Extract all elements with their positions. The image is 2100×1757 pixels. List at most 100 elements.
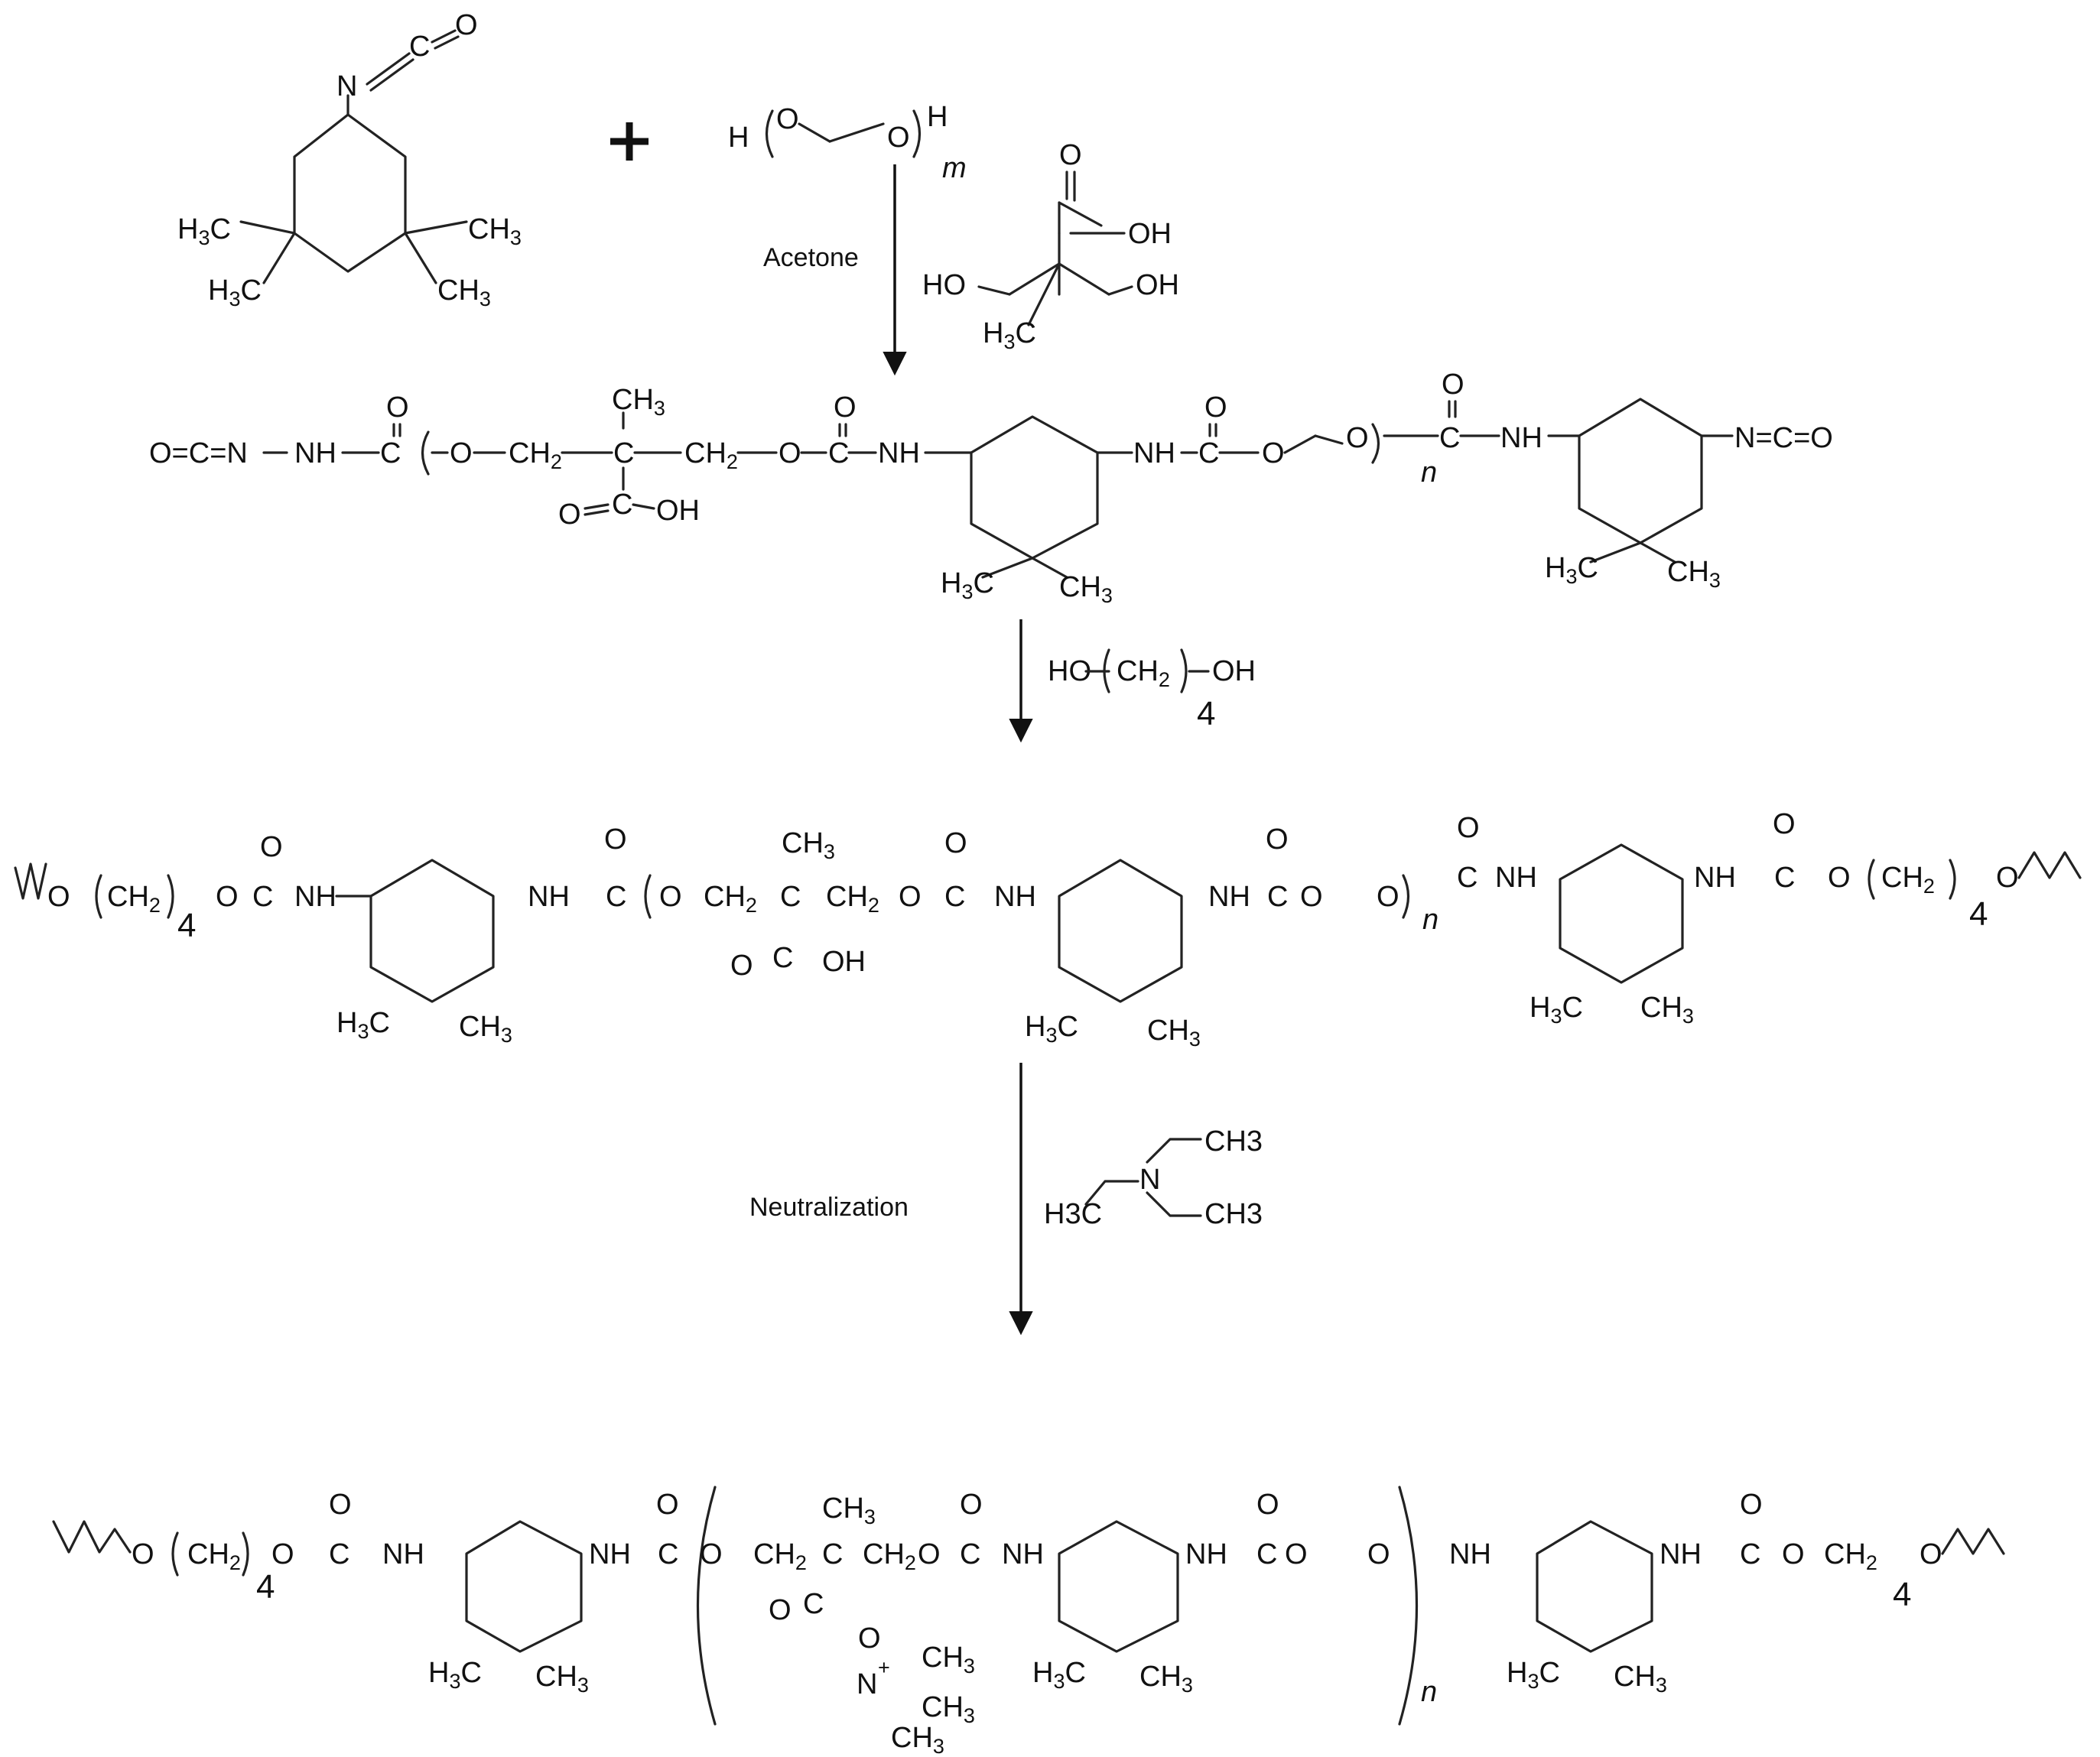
svg-text:C: C — [606, 881, 626, 913]
isocyanate-o: O — [455, 9, 478, 41]
prepolymer-nco-left: O=C=N — [149, 437, 248, 469]
svg-text:O: O — [899, 881, 922, 913]
svg-text:NH: NH — [1449, 1538, 1491, 1570]
svg-text:C: C — [1256, 1538, 1277, 1570]
svg-text:O: O — [918, 1538, 941, 1570]
dmpa-o: O — [1059, 139, 1082, 171]
svg-text:OH: OH — [822, 946, 866, 978]
svg-text:C: C — [329, 1538, 349, 1570]
svg-text:O: O — [1285, 1538, 1308, 1570]
svg-text:CH2: CH2 — [509, 437, 562, 473]
svg-text:C: C — [960, 1538, 980, 1570]
svg-text:CH2: CH2 — [753, 1538, 807, 1574]
carbonyl-c: C — [1198, 437, 1219, 469]
dmpa-oh: OH — [1136, 269, 1179, 301]
nh-label: NH — [1133, 437, 1175, 469]
peg-reactant: H O O H m — [728, 101, 967, 184]
repeat-4: 4 — [177, 907, 196, 944]
peg-o: O — [776, 103, 799, 135]
ether-o: O — [779, 437, 801, 469]
svg-text:O: O — [1773, 808, 1796, 840]
peg-h-left: H — [728, 122, 749, 154]
repeat-n: n — [1421, 1676, 1437, 1708]
prepolymer-nco-right: N=C=O — [1734, 422, 1833, 454]
svg-text:NH: NH — [589, 1538, 631, 1570]
svg-text:H3C: H3C — [1025, 1011, 1078, 1047]
prepolymer: O=C=N NH C O O CH2 C CH3 C O OH CH2 O C … — [149, 369, 1833, 607]
svg-text:C: C — [944, 881, 965, 913]
svg-text:CH3: CH3 — [1640, 992, 1694, 1028]
ammonium-plus: + — [878, 1656, 890, 1679]
svg-text:O: O — [1300, 881, 1323, 913]
svg-text:O: O — [960, 1489, 983, 1521]
carbonyl-c: C — [380, 437, 401, 469]
nh-label: NH — [878, 437, 920, 469]
svg-text:C: C — [1457, 862, 1477, 894]
svg-text:C: C — [772, 942, 793, 974]
svg-text:O: O — [1996, 862, 2019, 894]
svg-text:O: O — [1367, 1538, 1390, 1570]
svg-text:CH2: CH2 — [1824, 1538, 1877, 1574]
repeat-4: 4 — [1969, 895, 1988, 933]
isocyanate-c: C — [409, 31, 430, 63]
svg-text:NH: NH — [1694, 862, 1736, 894]
isocyanate-reactant: N C O H3C H3C CH3 CH3 — [177, 9, 522, 310]
plus-sign — [610, 122, 649, 161]
peg-repeat-m: m — [942, 152, 967, 184]
carboxyl-c: C — [612, 489, 632, 521]
methyl-label: H3C — [983, 317, 1036, 353]
svg-text:C: C — [1740, 1538, 1760, 1570]
svg-text:CH3: CH3 — [1139, 1661, 1193, 1697]
svg-text:CH2: CH2 — [704, 881, 757, 917]
svg-text:C: C — [252, 881, 273, 913]
amine-n: N — [1139, 1164, 1160, 1196]
svg-text:CH2: CH2 — [187, 1538, 241, 1574]
repeat-n: n — [1422, 904, 1438, 936]
svg-text:O: O — [944, 827, 967, 859]
svg-text:C: C — [658, 1538, 678, 1570]
svg-text:CH2: CH2 — [107, 881, 161, 917]
svg-text:CH2: CH2 — [1117, 655, 1170, 691]
methyl-label: CH3 — [468, 213, 522, 249]
step2-arrow: HO CH2 OH 4 — [1009, 619, 1256, 743]
ammonium-n: N — [857, 1668, 877, 1700]
ether-o: O — [1262, 437, 1285, 469]
step1-arrow: Acetone — [763, 164, 907, 376]
step3-arrow: Neutralization N CH3 CH3 H3C — [749, 1063, 1263, 1336]
svg-text:O: O — [659, 881, 682, 913]
svg-text:C: C — [822, 1538, 843, 1570]
svg-text:CH3: CH3 — [459, 1011, 512, 1047]
amine-h3c: H3C — [1044, 1198, 1102, 1230]
dmpa-ho: HO — [922, 269, 966, 301]
svg-text:CH3: CH3 — [1614, 1661, 1667, 1697]
svg-text:O: O — [1256, 1489, 1279, 1521]
svg-text:H3C: H3C — [336, 1007, 390, 1043]
methyl-label: H3C — [208, 274, 262, 310]
methyl-label: H3C — [177, 213, 231, 249]
svg-text:O: O — [700, 1538, 723, 1570]
repeat-4: 4 — [256, 1568, 275, 1606]
svg-text:NH: NH — [382, 1538, 424, 1570]
svg-text:O: O — [329, 1489, 352, 1521]
svg-text:NH: NH — [1002, 1538, 1044, 1570]
carbonyl-o: O — [1442, 369, 1464, 401]
peg-h-right: H — [927, 101, 948, 133]
carbonyl-o: O — [386, 391, 409, 424]
svg-text:O: O — [1457, 812, 1480, 844]
svg-text:CH2: CH2 — [826, 881, 879, 917]
svg-text:O: O — [132, 1538, 154, 1570]
quaternary-c: C — [613, 437, 634, 469]
svg-text:CH3: CH3 — [1147, 1015, 1201, 1051]
carbonyl-c: C — [1439, 422, 1460, 454]
svg-text:CH2: CH2 — [863, 1538, 916, 1574]
ether-o: O — [1346, 422, 1369, 454]
carboxyl-o: O — [558, 499, 581, 531]
repeat-4: 4 — [1893, 1576, 1911, 1613]
amine-ch3: CH3 — [1204, 1198, 1263, 1230]
step3-label: Neutralization — [749, 1193, 909, 1222]
svg-text:CH3: CH3 — [535, 1661, 589, 1697]
svg-text:C: C — [780, 881, 801, 913]
step2-repeat: 4 — [1197, 695, 1215, 732]
svg-text:NH: NH — [1495, 862, 1537, 894]
